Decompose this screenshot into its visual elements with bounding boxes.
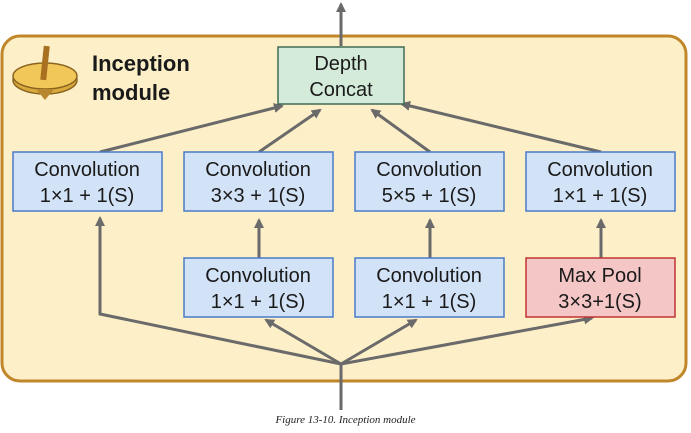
module-container [0,34,688,383]
conv-5x5-line2: 5×5 + 1(S) [382,185,477,207]
module-title-line2: module [92,80,170,105]
input-to-conv1x1-c [340,318,418,366]
conv1x1-a-to-concat [99,103,284,154]
conv-1x1-d-node: Convolution 1×1 + 1(S) [525,151,676,212]
depth-concat-node: Depth Concat [277,46,405,105]
connectors [95,2,606,410]
input-to-maxpool [340,314,594,366]
conv3x3-to-concat [258,108,322,154]
conv-1x1-a-line1: Convolution [34,159,140,181]
conv-1x1-d-line2: 1×1 + 1(S) [553,185,648,207]
conv-1x1-a-node: Convolution 1×1 + 1(S) [12,151,163,212]
conv-1x1-c-node: Convolution 1×1 + 1(S) [354,257,505,318]
conv-1x1-b-line1: Convolution [205,265,311,287]
conv-5x5-node: Convolution 5×5 + 1(S) [354,151,505,212]
module-title-line1: Inception [92,51,190,76]
figure-caption: Figure 13-10. Inception module [275,414,416,426]
max-pool-line1: Max Pool [558,265,641,287]
conv-1x1-b-line2: 1×1 + 1(S) [211,291,306,313]
conv-1x1-a-line2: 1×1 + 1(S) [40,185,135,207]
conv-1x1-c-line1: Convolution [376,265,482,287]
conv-1x1-d-line1: Convolution [547,159,653,181]
conv-5x5-line1: Convolution [376,159,482,181]
spinning-top-icon [12,45,78,100]
conv-3x3-node: Convolution 3×3 + 1(S) [183,151,334,212]
conv-3x3-line1: Convolution [205,159,311,181]
input-to-conv1x1-a [95,216,342,366]
input-to-conv1x1-b [264,318,342,366]
depth-concat-line1: Depth [314,53,367,75]
conv-3x3-line2: 3×3 + 1(S) [211,185,306,207]
conv1x1-d-to-concat [400,101,602,154]
max-pool-node: Max Pool 3×3+1(S) [525,257,676,318]
conv5x5-to-concat [370,108,431,154]
max-pool-line2: 3×3+1(S) [558,291,641,313]
conv-1x1-b-node: Convolution 1×1 + 1(S) [183,257,334,318]
conv-1x1-c-line2: 1×1 + 1(S) [382,291,477,313]
depth-concat-line2: Concat [309,79,373,101]
inception-diagram: Inception module Depth Concat Convolutio… [0,2,688,410]
